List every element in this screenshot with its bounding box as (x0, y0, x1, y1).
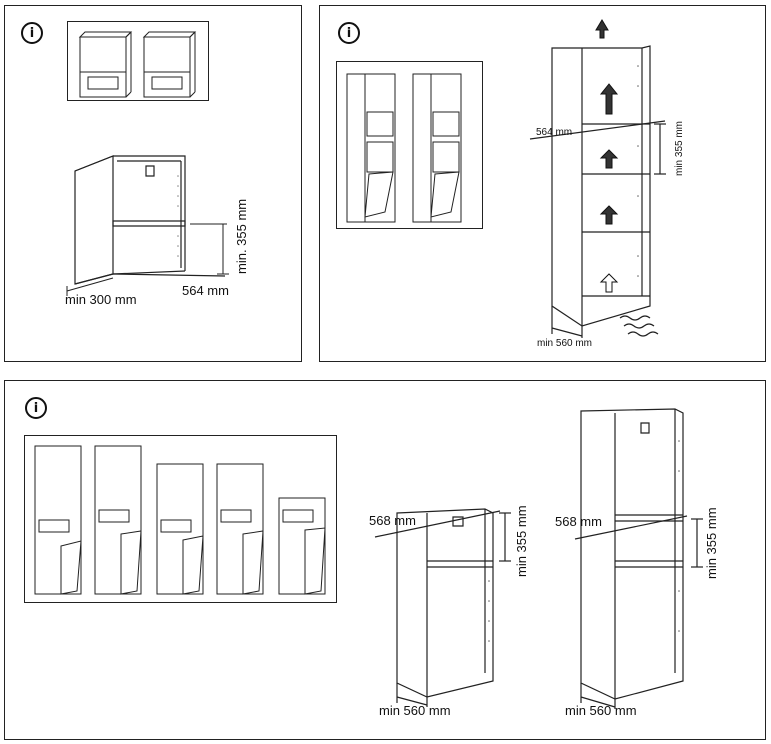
cabinet-side-panel (75, 156, 113, 284)
cabinet-shelf (113, 221, 185, 226)
right-cabinet-height-label: min 355 mm (704, 507, 719, 579)
tall-cabinet-outline (552, 46, 650, 326)
inset-tall-units (336, 61, 483, 229)
label-depth: min 300 mm (65, 292, 137, 307)
info-icon-symbol: i (33, 400, 39, 416)
tall-unit-illustrations (337, 62, 484, 230)
left-cabinet-width-label: 568 mm (369, 513, 416, 528)
info-icon: i (338, 22, 360, 44)
right-cabinet-depth-label: min 560 mm (565, 703, 637, 718)
arrow-up-4 (601, 206, 617, 224)
inset-wall-units (67, 21, 209, 101)
info-icon: i (21, 22, 43, 44)
tall-unit-2-oven-top (433, 112, 459, 136)
arrow-up-5 (601, 274, 617, 292)
dim-width-line (530, 121, 665, 139)
wall-unit-2-window (152, 77, 182, 89)
panel-top-left: i (4, 5, 302, 362)
cabinet-drawing (5, 6, 303, 363)
info-icon-symbol: i (346, 25, 352, 41)
label-height: min. 355 mm (234, 198, 249, 274)
appliance-unit-illustrations (25, 436, 338, 604)
right-cabinet (575, 409, 703, 709)
wall-unit-2-body (144, 37, 190, 97)
info-icon: i (25, 397, 47, 419)
airflow-arrows (596, 20, 617, 292)
arrow-up-3 (601, 150, 617, 168)
left-cabinet-depth-label: min 560 mm (379, 703, 451, 718)
panel-top-right: i (319, 5, 766, 362)
label-height: min 355 mm (674, 120, 685, 176)
tall-unit-1-oven-top (367, 112, 393, 136)
wall-unit-1-window (88, 77, 118, 89)
cabinet-drawings (5, 381, 767, 741)
wall-unit-illustrations (68, 22, 210, 102)
label-depth: min 560 mm (537, 338, 593, 349)
wall-unit-1-body (80, 37, 126, 97)
inset-appliance-units (24, 435, 337, 603)
left-cabinet (375, 509, 511, 707)
arrow-up-2 (601, 84, 617, 114)
left-cabinet-height-label: min 355 mm (514, 505, 529, 577)
tall-cabinet-drawing (320, 6, 767, 363)
tall-unit-1-oven-bottom (367, 142, 393, 172)
right-cabinet-width-label: 568 mm (555, 514, 602, 529)
info-icon-symbol: i (29, 25, 35, 41)
label-width: 564 mm (536, 127, 573, 138)
arrow-up-1 (596, 20, 608, 38)
tall-unit-2-oven-bottom (433, 142, 459, 172)
label-width: 564 mm (182, 283, 229, 298)
panel-bottom: i (4, 380, 766, 740)
